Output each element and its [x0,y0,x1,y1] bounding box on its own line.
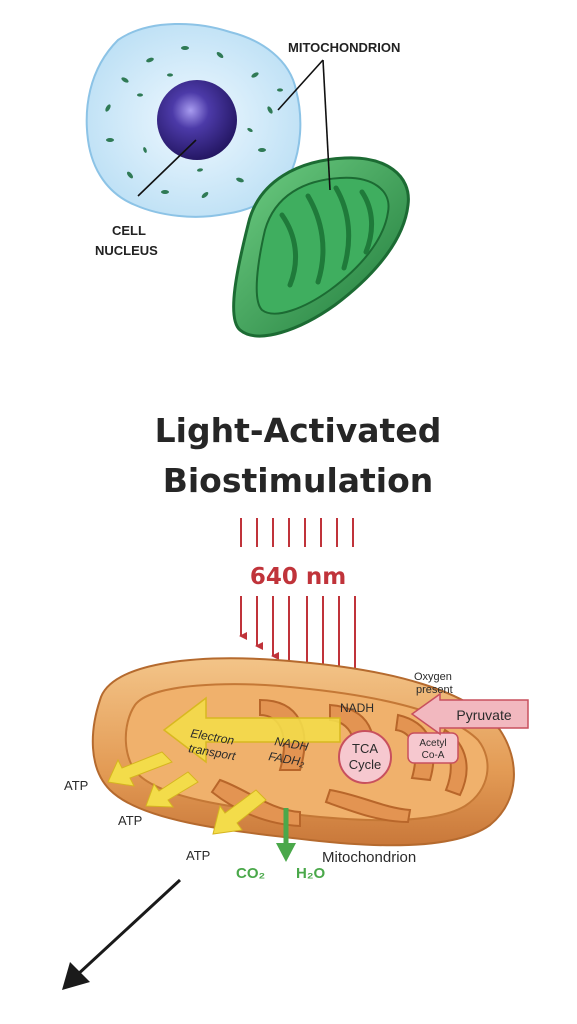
oxygen-label-1: Oxygen [414,671,452,683]
acetyl-coa: Acetyl Co-A [407,732,459,764]
nadh-fadh-label-2: FADH₂ [267,749,306,769]
downward-arrow [62,878,182,990]
mitochondrion-illustration-top [232,156,410,338]
atp-arrow-1 [107,751,173,787]
mitochondrion-label-bottom: Mitochondrion [322,849,416,866]
tca-cycle-circle [338,730,392,784]
acetyl-label-1: Acetyl [419,738,446,749]
co2-h2o-arrow [276,808,296,862]
atp-label-3: ATP [186,848,210,863]
nadh-label: NADH [340,701,374,715]
atp-label-1: ATP [64,778,88,793]
leader-lines [137,59,331,197]
tca-cycle: TCA Cycle [338,730,392,784]
light-rays-upper [240,518,354,547]
pyruvate-label: Pyruvate [456,707,511,723]
atp-arrow-3 [212,789,267,835]
atp-arrow-2 [145,771,199,808]
acetyl-label-2: Co-A [422,750,445,761]
wavelength-label: 640 nm [250,564,346,590]
nucleus-label: NUCLEUS [95,243,158,258]
h2o-label: H₂O [296,865,325,882]
cell-nucleus [157,80,237,160]
title-line-2: Biostimulation [163,461,434,500]
tca-label-2: Cycle [349,757,382,772]
cell-label: CELL [112,223,146,238]
electron-transport-arrow [162,696,341,764]
co2-label: CO₂ [236,865,265,882]
mito-cristae [279,185,375,288]
pyruvate-arrow [410,692,529,736]
title-line-1: Light-Activated [155,411,442,450]
atp-arrows [107,751,267,835]
mitochondrion-label-top: MITOCHONDRION [288,40,400,55]
atp-label-2: ATP [118,813,142,828]
cell-illustration [85,22,302,218]
nadh-fadh-label-1: NADH [273,734,309,754]
tca-label-1: TCA [352,741,378,756]
oxygen-label-2: present [416,684,453,696]
acetyl-coa-box [407,732,459,764]
